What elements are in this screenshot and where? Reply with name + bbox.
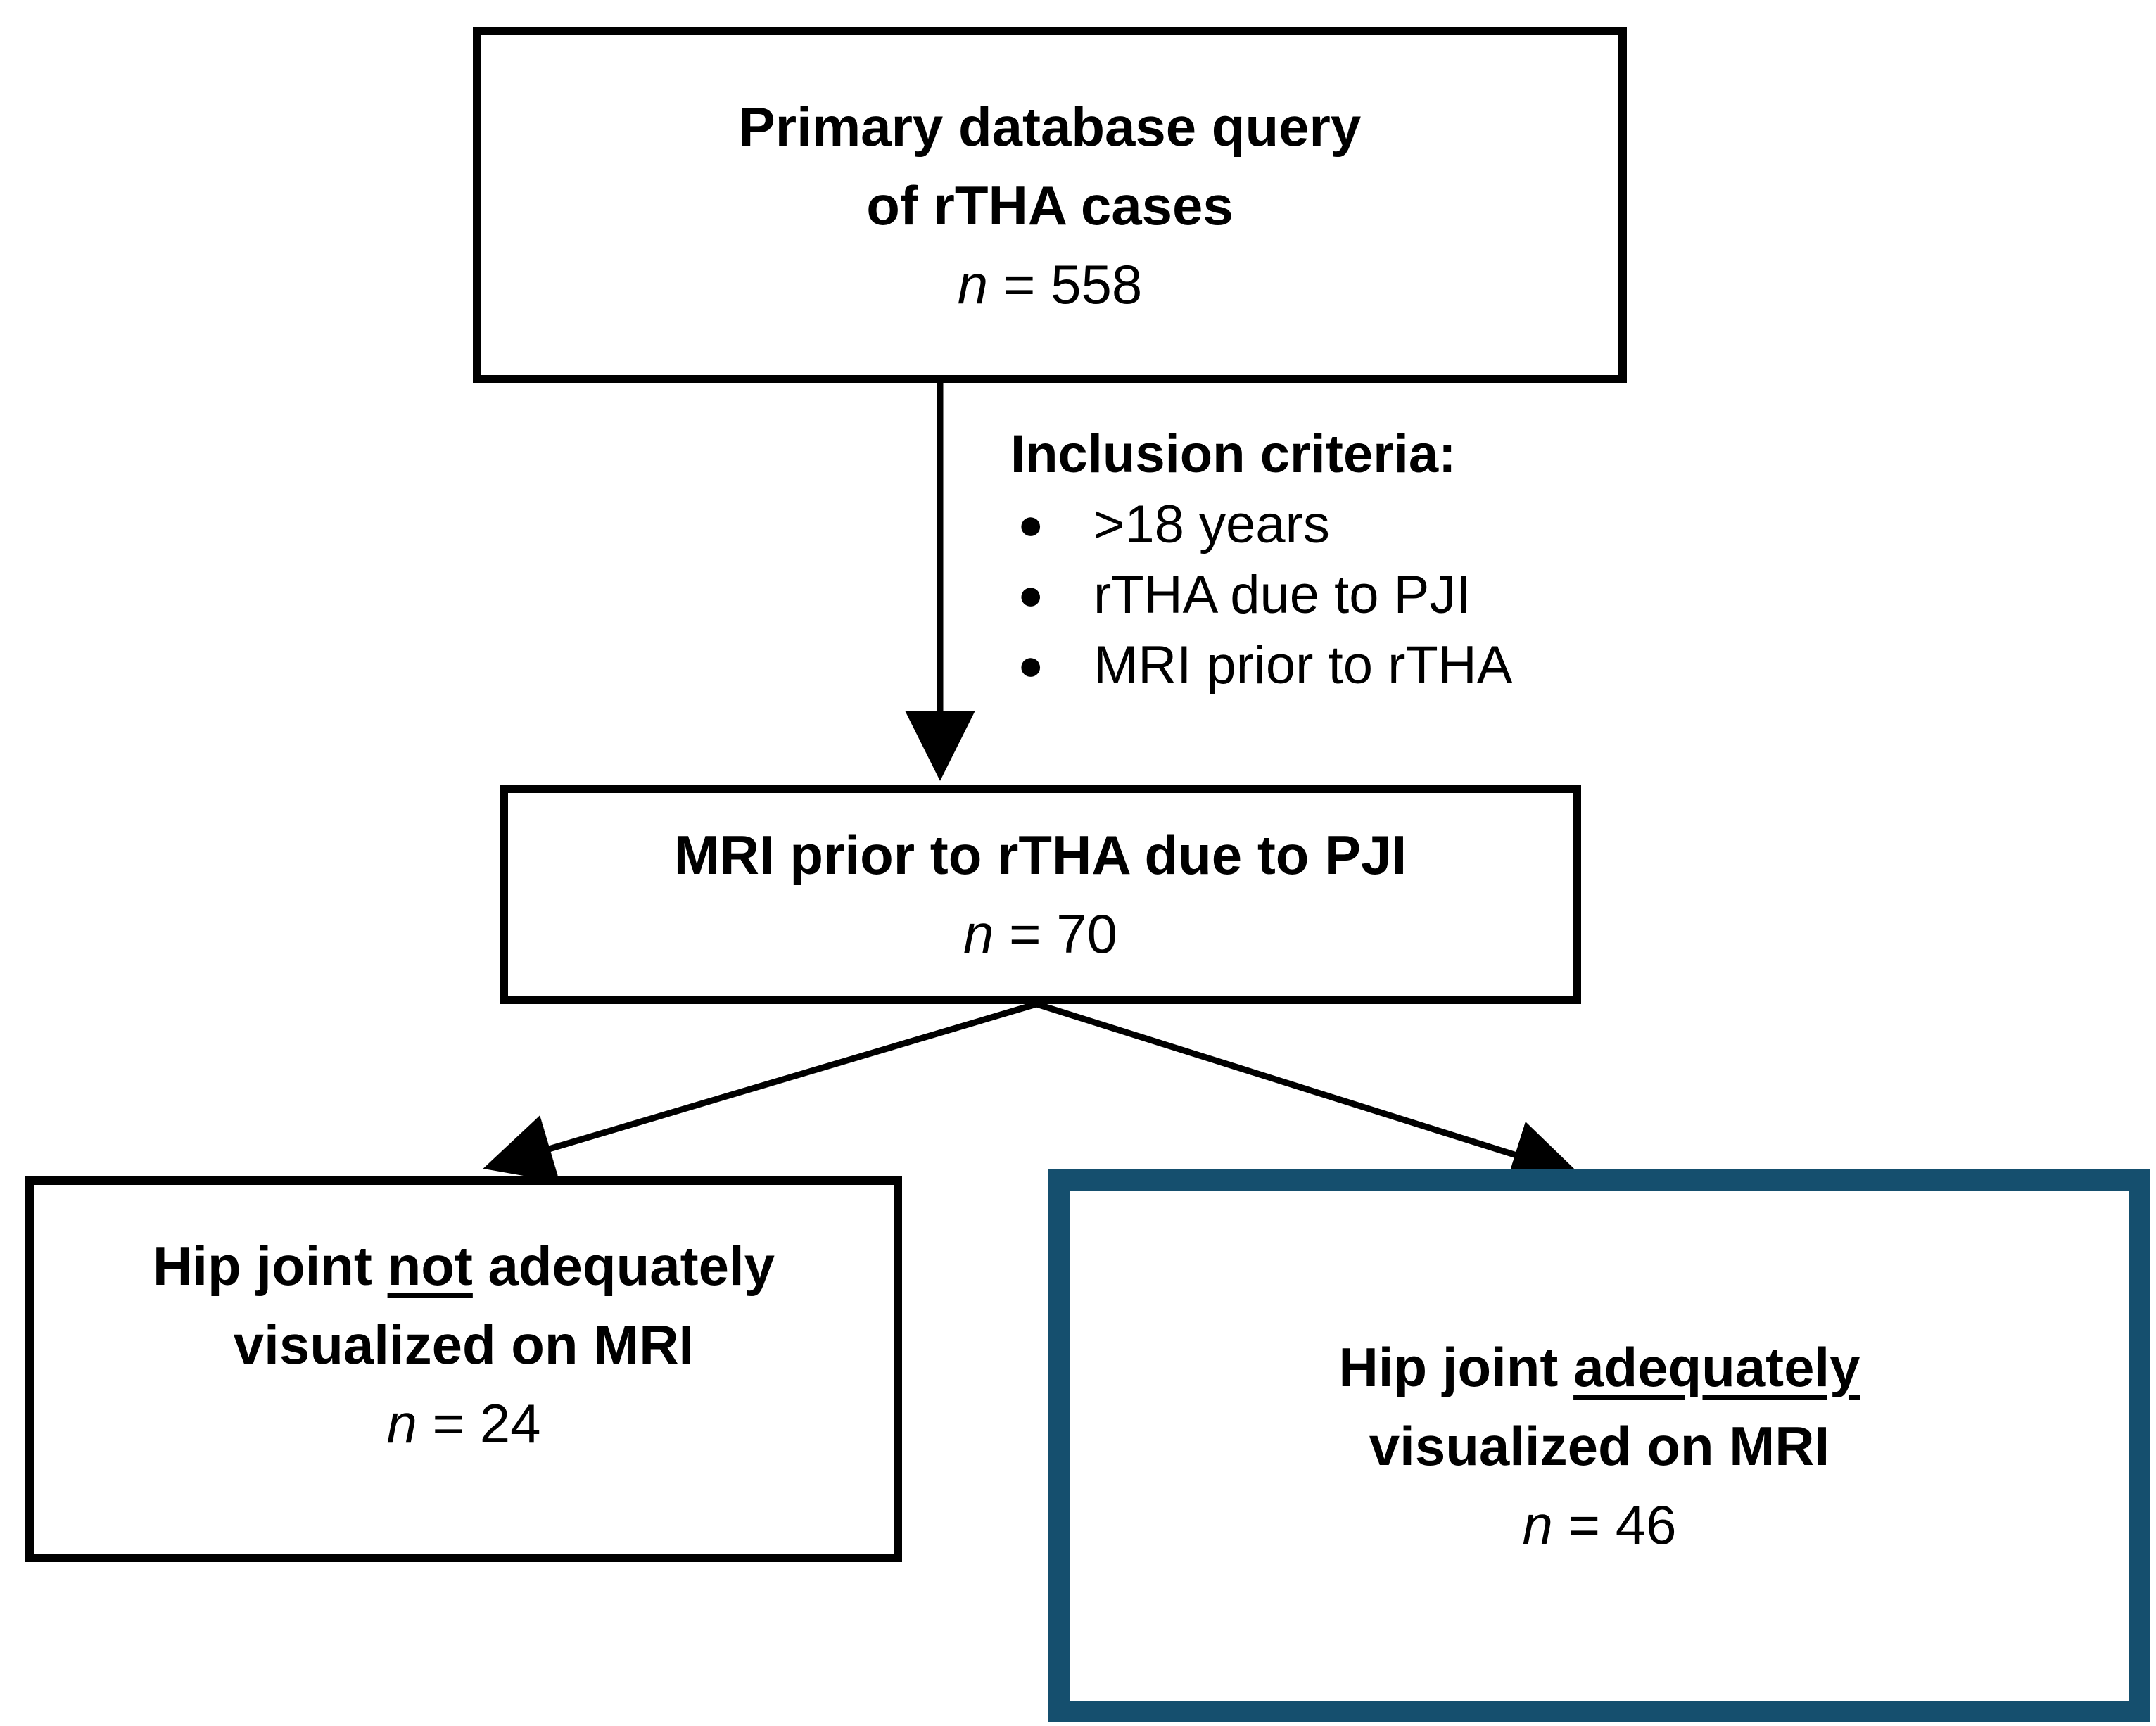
box-title-line: Hip joint adequately [1338,1328,1860,1407]
inclusion-heading: Inclusion criteria: [1010,424,1457,484]
mri-prior-box: MRI prior to rTHA due to PJI n = 70 [500,785,1581,1004]
inclusion-item-label: rTHA due to PJI [1093,565,1471,625]
title-prefix: Hip joint [152,1235,388,1297]
inclusion-item-label: >18 years [1093,495,1330,554]
n-value: = 46 [1552,1493,1677,1556]
bullet-icon: ● [1017,571,1044,619]
arrow-branch-left [483,1001,1038,1183]
primary-query-box: Primary database query of rTHA cases n =… [473,27,1627,383]
n-symbol: n [386,1392,417,1454]
n-symbol: n [957,253,989,315]
arrow-branch-right [1035,1001,1582,1188]
n-value: = 24 [417,1392,541,1454]
inclusion-item: ● MRI prior to rTHA [1010,630,1855,701]
box-title-line: visualized on MRI [233,1314,695,1376]
n-value: = 70 [994,903,1118,965]
inclusion-item: ● rTHA due to PJI [1010,560,1855,630]
box-title-line: Hip joint not adequately [153,1226,775,1305]
underlined-word: not [387,1235,473,1297]
n-symbol: n [963,903,994,965]
box-title-line: of rTHA cases [866,174,1234,236]
sample-size-line: n = 70 [963,894,1117,973]
n-value: = 558 [988,253,1143,315]
box-title-line: Primary database query [738,95,1362,158]
not-visualized-box: Hip joint not adequately visualized on M… [25,1176,902,1562]
adequately-visualized-box: Hip joint adequately visualized on MRI n… [1048,1169,2150,1722]
n-symbol: n [1522,1493,1553,1556]
bullet-icon: ● [1017,500,1044,549]
inclusion-item-label: MRI prior to rTHA [1093,635,1513,695]
underlined-word: adequately [1573,1335,1860,1398]
title-suffix: adequately [472,1235,775,1297]
inclusion-criteria-note: Inclusion criteria: ● >18 years ● rTHA due… [1010,419,1855,701]
inclusion-item: ● >18 years [1010,490,1855,560]
sample-size-line: n = 46 [1522,1485,1676,1564]
bullet-icon: ● [1017,641,1044,690]
box-title-line: visualized on MRI [1369,1414,1830,1477]
sample-size-line: n = 24 [386,1384,540,1463]
box-title-line: MRI prior to rTHA due to PJI [673,824,1407,886]
sample-size-line: n = 558 [958,245,1142,324]
title-prefix: Hip joint [1338,1335,1574,1398]
inclusion-list: ● >18 years ● rTHA due to PJI ● MRI prior t… [1010,490,1855,701]
